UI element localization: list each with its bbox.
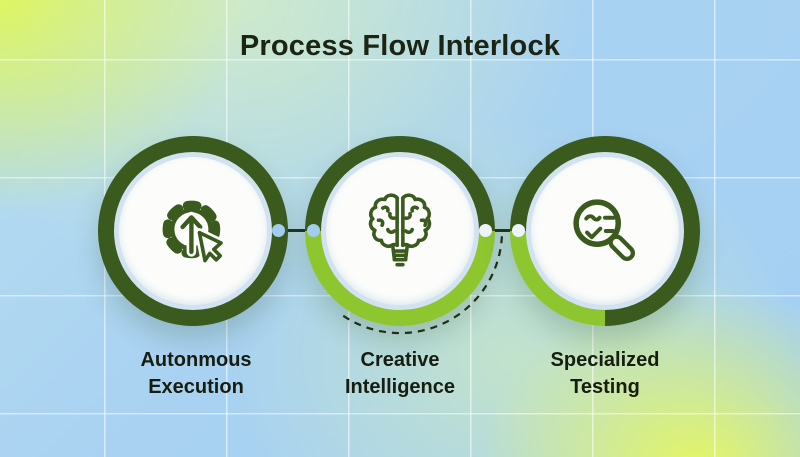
- label-line: Autonmous: [140, 349, 252, 371]
- step-inner-circle: [321, 152, 479, 310]
- step-node-creative-intelligence: [305, 136, 495, 326]
- page-title: Process Flow Interlock: [239, 30, 561, 62]
- label-line: Specialized: [550, 349, 660, 371]
- step-label-specialized-testing: Specialized Testing: [495, 347, 715, 401]
- connector-dot: [307, 224, 320, 237]
- connector-line-1: [279, 229, 314, 232]
- label-line: Creative: [360, 349, 440, 371]
- connector-dot: [512, 224, 525, 237]
- label-line: Testing: [570, 376, 640, 398]
- step-label-creative-intelligence: Creative Intelligence: [290, 347, 510, 401]
- step-node-specialized-testing: [510, 136, 700, 326]
- step-node-autonomous-execution: [98, 136, 288, 326]
- step-label-autonomous-execution: Autonmous Execution: [86, 347, 306, 401]
- gear-click-icon: [162, 200, 226, 265]
- label-line: Intelligence: [344, 376, 456, 398]
- step-inner-circle: [526, 152, 684, 310]
- connector-line-2: [486, 229, 519, 232]
- label-line: Execution: [148, 376, 244, 398]
- brain-bulb-icon: [368, 193, 432, 267]
- connector-dot: [272, 224, 285, 237]
- step-inner-circle: [114, 152, 272, 310]
- search-check-icon: [573, 199, 636, 262]
- connector-dot: [479, 224, 492, 237]
